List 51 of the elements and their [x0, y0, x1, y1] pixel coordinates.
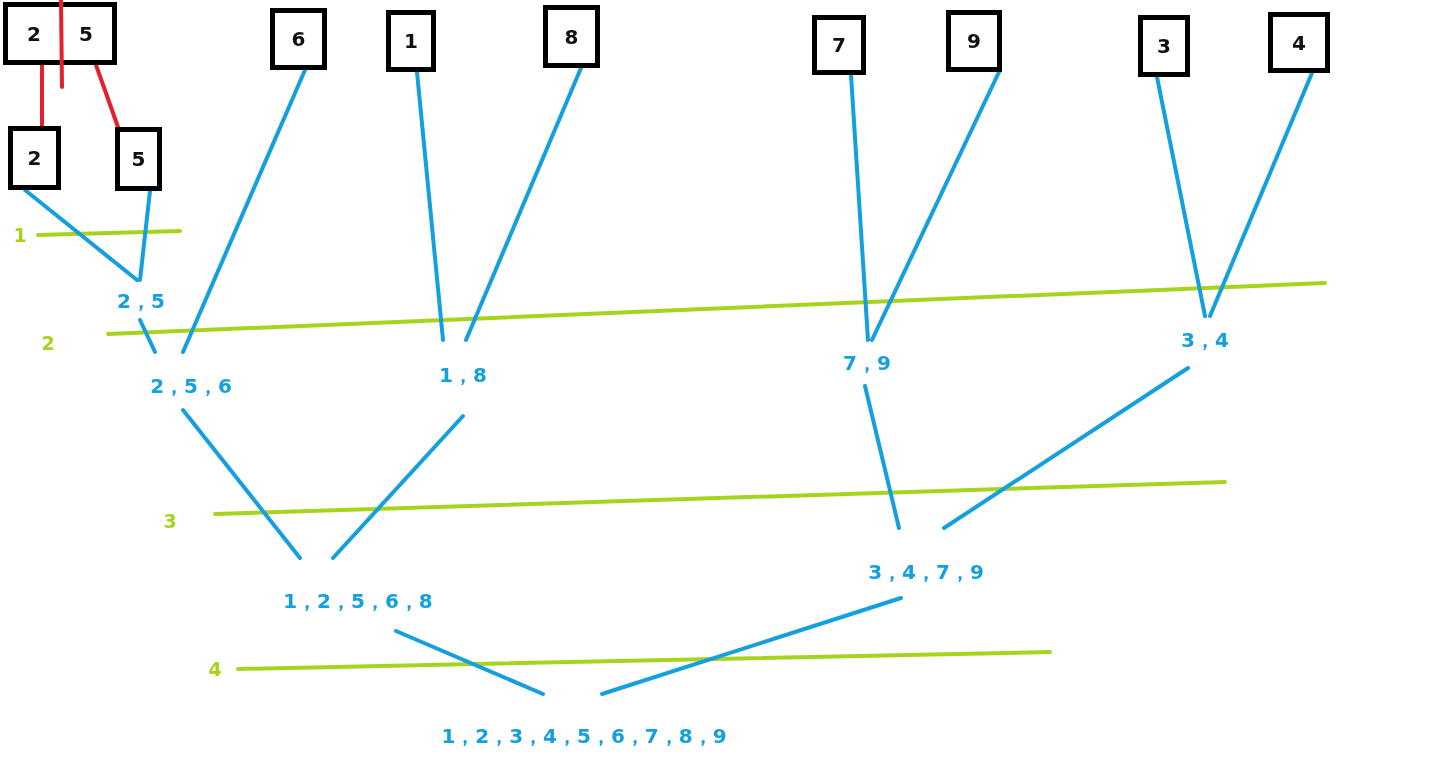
number-label: 7	[832, 34, 846, 56]
level-number: 2	[41, 332, 55, 354]
connector-line	[600, 596, 903, 696]
number-label: 2	[27, 147, 42, 169]
connector-line	[415, 70, 445, 342]
number-label: 8	[564, 25, 579, 48]
merged-list-label: 7，9	[843, 352, 891, 374]
connector-line	[181, 408, 302, 560]
number-label: 6	[291, 28, 306, 50]
connector-line	[464, 66, 583, 342]
merged-list-label: 2，5，6	[150, 375, 232, 397]
connector-line	[331, 414, 465, 560]
connector-line	[942, 366, 1190, 530]
level-number: 3	[163, 510, 177, 532]
merged-list-label: 2，5	[117, 290, 165, 312]
merged-list-label: 3，4	[1181, 329, 1229, 351]
number-box	[3, 2, 117, 65]
level-number: 1	[13, 224, 27, 246]
connector-line	[1155, 75, 1207, 318]
number-box	[270, 8, 327, 70]
number-box	[543, 5, 600, 68]
connector-line	[863, 384, 901, 530]
connector-line	[40, 63, 44, 128]
number-label: 1	[404, 30, 418, 52]
connector-line	[23, 188, 139, 282]
number-label: 5	[79, 22, 93, 45]
connector-line	[138, 318, 157, 354]
connector-line	[870, 70, 1001, 342]
number-box	[115, 127, 162, 191]
number-box	[812, 15, 866, 75]
number-label: 4	[1292, 31, 1306, 54]
connector-line	[849, 73, 870, 342]
merged-list-label: 1，8	[439, 364, 487, 386]
number-label: 2	[27, 22, 41, 45]
number-label: 9	[967, 30, 981, 52]
connector-line	[181, 68, 307, 354]
connector-line	[138, 189, 152, 282]
number-box	[946, 10, 1002, 72]
number-box	[386, 10, 436, 72]
number-box	[1268, 12, 1330, 73]
merged-list-label: 1，2，3，4，5，6，7，8，9	[441, 725, 727, 747]
number-label: 3	[1157, 35, 1171, 57]
number-box	[8, 126, 61, 190]
number-box	[1138, 15, 1190, 77]
merged-list-label: 1，2，5，6，8	[283, 590, 433, 612]
connector-line	[1208, 71, 1314, 318]
number-label: 5	[131, 148, 146, 170]
connector-line	[394, 629, 545, 696]
level-number: 4	[208, 658, 222, 680]
connector-line	[94, 63, 120, 129]
merged-list-label: 3，4，7，9	[868, 561, 984, 583]
